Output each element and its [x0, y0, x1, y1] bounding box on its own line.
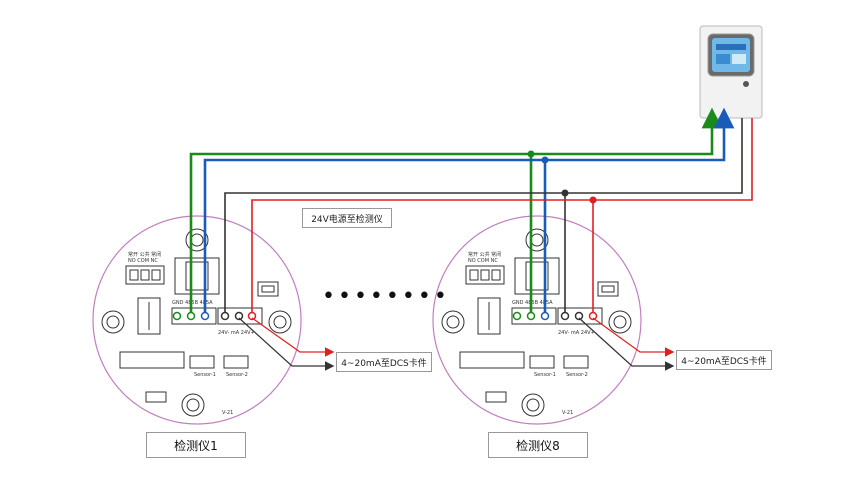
wire-red-24v-pos: [251, 118, 753, 316]
detector-board-8: 常开 公共 常闭 NO COM NC GND 485B 485A 24V- mA…: [432, 215, 642, 425]
ellipsis-dots: ••••••••: [322, 284, 450, 309]
power-note-label: 24V电源至检测仪: [302, 208, 392, 228]
wire-ma-black-left: [238, 317, 335, 371]
svg-text:Sensor-2: Sensor-2: [226, 372, 248, 378]
svg-text:Sensor-2: Sensor-2: [566, 372, 588, 378]
svg-text:Sensor-1: Sensor-1: [534, 372, 556, 378]
detector-caption-1: 检测仪1: [146, 432, 246, 458]
svg-text:NO COM NC: NO COM NC: [128, 258, 158, 264]
svg-text:24V- mA 24V+: 24V- mA 24V+: [558, 330, 595, 336]
wire-ma-red-left: [251, 317, 335, 357]
svg-text:NO COM NC: NO COM NC: [468, 258, 498, 264]
svg-text:24V- mA 24V+: 24V- mA 24V+: [218, 330, 255, 336]
controller-unit: [699, 25, 763, 119]
svg-text:GND 485B 485A: GND 485B 485A: [172, 300, 213, 306]
wire-ma-black-right: [578, 317, 675, 371]
wire-green-485: [189, 107, 723, 316]
dcs-label-right: 4~20mA至DCS卡件: [676, 350, 772, 370]
svg-text:V-21: V-21: [562, 410, 573, 416]
svg-text:V-21: V-21: [222, 410, 233, 416]
svg-text:GND 485B 485A: GND 485B 485A: [512, 300, 553, 306]
dcs-label-left: 4~20mA至DCS卡件: [336, 352, 432, 372]
wire-ma-red-right: [592, 317, 675, 357]
detector-board-1: 常开 公共 常闭 NO COM NC GND 485B 485A 24V- mA…: [92, 215, 302, 425]
svg-text:Sensor-1: Sensor-1: [194, 372, 216, 378]
svg-text:常开 公共 常闭: 常开 公共 常闭: [468, 251, 501, 258]
wire-blue-485: [203, 107, 735, 316]
detector-caption-8: 检测仪8: [488, 432, 588, 458]
wire-black-24v-neg: [224, 118, 743, 316]
svg-text:常开 公共 常闭: 常开 公共 常闭: [128, 251, 161, 258]
